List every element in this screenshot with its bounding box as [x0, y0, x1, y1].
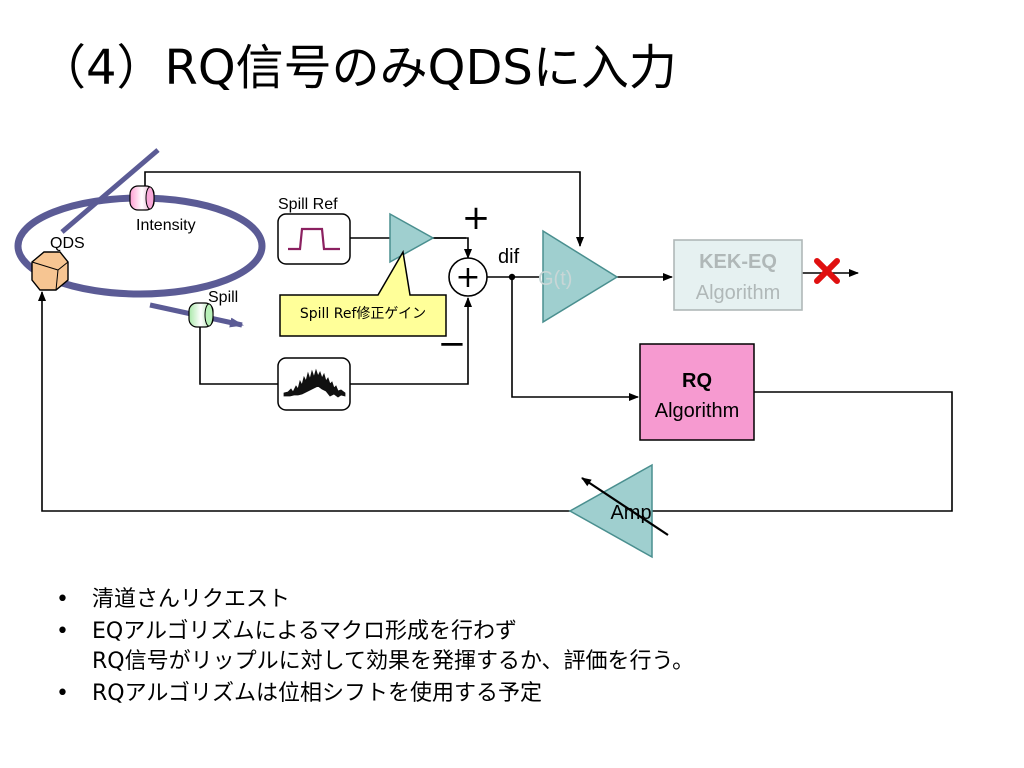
- callout-text: Spill Ref修正ゲイン: [300, 306, 426, 322]
- kek-eq-sub: Algorithm: [696, 282, 780, 304]
- spill-ref-label: Spill Ref: [278, 196, 338, 213]
- slide-title: （4）RQ信号のみQDSに入力: [38, 40, 677, 96]
- gain-label: G(t): [538, 268, 572, 290]
- plus-sign: +: [462, 198, 491, 238]
- signal-wires: [38, 171, 953, 512]
- dif-label: dif: [498, 246, 520, 268]
- kek-eq-box: [673, 239, 803, 311]
- spill-monitor: [188, 302, 214, 328]
- bullet-line: RQアルゴリズムは位相シフトを使用する予定: [92, 681, 542, 706]
- amp-amplifier: [568, 463, 653, 559]
- amp-label: Amp: [610, 502, 651, 524]
- spill-ref-box: [277, 213, 351, 265]
- bullet-line: RQ信号がリップルに対して効果を発揮するか、評価を行う。: [92, 649, 695, 674]
- rq-title: RQ: [682, 370, 712, 392]
- gain-amplifier: [542, 229, 619, 324]
- kek-eq-title: KEK-EQ: [699, 251, 777, 273]
- qds-label: QDS: [50, 235, 85, 252]
- ref-gain-amplifier: [389, 212, 435, 264]
- bullet-line: EQアルゴリズムによるマクロ形成を行わず: [92, 619, 518, 644]
- bullet-list: 清道さんリクエスト EQアルゴリズムによるマクロ形成を行わず RQ信号がリップル…: [54, 585, 694, 711]
- bullet-line: 清道さんリクエスト: [92, 587, 291, 612]
- intensity-label: Intensity: [136, 217, 196, 234]
- bullet-item: EQアルゴリズムによるマクロ形成を行わず RQ信号がリップルに対して効果を発揮す…: [54, 617, 694, 677]
- minus-sign: −: [438, 324, 467, 364]
- sum-symbol: +: [455, 260, 480, 295]
- feedback-diagram: QDS Intensity Spill Spill Ref Spill Ref修…: [14, 148, 953, 559]
- rq-sub: Algorithm: [655, 400, 739, 422]
- intensity-monitor: [129, 185, 155, 211]
- rq-box: [639, 343, 755, 441]
- spill-noise-waveform: [283, 368, 346, 398]
- spill-ref-waveform: [288, 227, 340, 251]
- bullet-item: RQアルゴリズムは位相シフトを使用する予定: [54, 679, 694, 709]
- qds-magnet: [31, 251, 69, 291]
- dif-junction-dot: [508, 273, 516, 281]
- summing-junction: [448, 257, 488, 297]
- beam-line-in: [60, 148, 160, 234]
- spill-label: Spill: [208, 289, 238, 306]
- bullet-item: 清道さんリクエスト: [54, 585, 694, 615]
- disabled-cross-icon: [814, 258, 840, 284]
- amp-adjust-arrow: [581, 477, 669, 536]
- callout-box: [279, 249, 447, 337]
